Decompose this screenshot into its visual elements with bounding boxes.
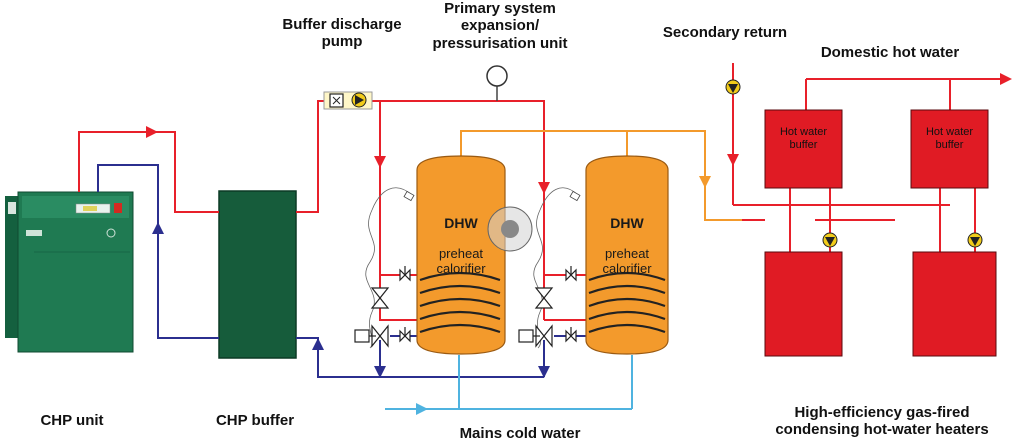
label-heaters: High-efficiency gas-fired condensing hot…: [775, 404, 989, 439]
hot-water-buffer-2-label: Hot water buffer: [925, 126, 974, 151]
calorifier-1-label: DHW preheat calorifier: [417, 200, 505, 277]
label-chp-buffer: CHP buffer: [215, 412, 295, 429]
calorifier-2-subtitle: preheat calorifier: [602, 245, 652, 276]
label-chp-unit: CHP unit: [40, 412, 104, 429]
heater-pump-1-icon: [822, 232, 838, 248]
valves-left: [354, 266, 411, 348]
hot-water-heater-2: [912, 251, 997, 357]
hot-water-buffer-1-label: Hot water buffer: [779, 126, 828, 151]
label-mains-cold-water: Mains cold water: [459, 425, 581, 442]
calorifier-2-title: DHW: [610, 214, 644, 231]
primary-return-pipes: [97, 164, 586, 378]
heater-pump-2-icon: [967, 232, 983, 248]
calorifier-1-title: DHW: [444, 214, 478, 231]
expansion-gauge-icon: [486, 65, 508, 87]
calorifier-1-subtitle: preheat calorifier: [436, 245, 486, 276]
valves-right: [518, 266, 577, 348]
preheat-pipes: [460, 130, 742, 221]
secondary-return-pump-icon: [725, 79, 741, 95]
calorifier-2-label: DHW preheat calorifier: [586, 200, 668, 277]
thermostat-capillary-2: [533, 187, 579, 349]
circulator-icon: [487, 206, 533, 252]
hot-water-buffer-2: [910, 109, 989, 189]
calorifier-1: [416, 155, 506, 355]
hot-water-buffer-1: [764, 109, 843, 189]
label-domestic-hot-water: Domestic hot water: [820, 44, 960, 61]
chp-unit: [5, 191, 134, 353]
label-secondary-return: Secondary return: [662, 24, 788, 41]
label-buffer-discharge-pump: Buffer discharge pump: [282, 16, 402, 51]
thermostat-capillary-1: [365, 187, 413, 349]
thermostat-1-icon: [403, 190, 415, 202]
hot-water-heater-1: [764, 251, 843, 357]
thermostat-2-icon: [569, 190, 581, 202]
mains-cold-water-pipes: [385, 355, 633, 410]
calorifier-2: [585, 155, 669, 355]
buffer-discharge-pump-icon: [323, 91, 373, 110]
chp-buffer-tank: [218, 190, 297, 359]
label-expansion-unit: Primary system expansion/ pressurisation…: [432, 0, 568, 52]
